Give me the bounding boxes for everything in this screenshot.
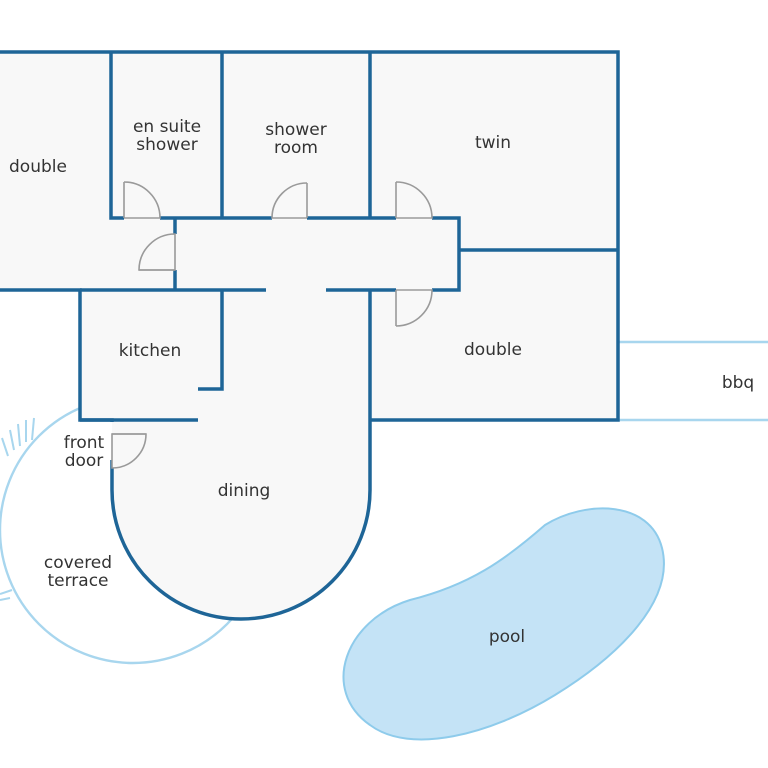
- room-label-en-suite-line2: shower: [136, 135, 197, 155]
- bbq-area: [618, 340, 768, 422]
- walls: [0, 50, 620, 621]
- room-label-terrace-line2: terrace: [47, 571, 108, 591]
- room-label-shower-room-line1: shower: [265, 120, 326, 140]
- door-twin: [395, 181, 433, 219]
- room-label-shower-room-line2: room: [274, 138, 318, 158]
- room-label-twin: twin: [475, 133, 511, 153]
- door-double-left: [138, 233, 176, 271]
- door-front: [111, 433, 147, 469]
- room-label-terrace-line1: covered: [44, 553, 112, 573]
- room-label-front-door-line1: front: [64, 433, 105, 453]
- room-label-double-left: double: [9, 157, 67, 177]
- room-label-bbq: bbq: [722, 373, 754, 393]
- pool-shape: [342, 507, 665, 741]
- room-label-en-suite-line1: en suite: [133, 117, 201, 137]
- room-label-dining: dining: [218, 481, 271, 501]
- door-shower-room: [271, 182, 308, 219]
- room-label-kitchen: kitchen: [119, 341, 182, 361]
- door-en-suite: [123, 181, 161, 219]
- room-label-front-door-line2: door: [65, 451, 104, 471]
- door-double-right: [395, 289, 433, 327]
- room-label-pool: pool: [489, 627, 525, 647]
- room-label-double-right: double: [464, 340, 522, 360]
